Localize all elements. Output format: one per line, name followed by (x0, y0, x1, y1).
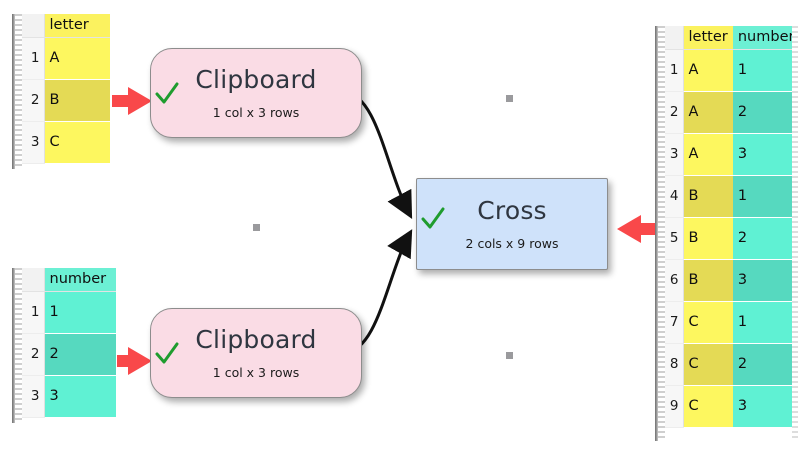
row-number[interactable]: 1 (22, 291, 45, 334)
node-clipboard-top[interactable]: Clipboard 1 col x 3 rows (150, 48, 362, 138)
table-cell[interactable]: 2 (732, 217, 798, 260)
node-subtitle: 1 col x 3 rows (212, 105, 300, 120)
ruler-strip (15, 14, 22, 169)
table-cell[interactable]: C (683, 301, 733, 344)
row-number[interactable]: 2 (665, 91, 684, 134)
corner-cell (22, 268, 45, 292)
table-cell[interactable]: 1 (732, 175, 798, 218)
node-title: Cross (477, 196, 547, 225)
column-header-letter[interactable]: letter (44, 14, 110, 38)
table-cell[interactable]: 1 (732, 49, 798, 92)
table-header-row: letter (22, 14, 110, 38)
row-number[interactable]: 1 (22, 37, 45, 80)
corner-cell (22, 14, 45, 38)
row-number[interactable]: 7 (665, 301, 684, 344)
table-cell[interactable]: 2 (44, 333, 116, 376)
node-subtitle: 1 col x 3 rows (212, 365, 300, 380)
row-number[interactable]: 8 (665, 343, 684, 386)
row-number[interactable]: 2 (22, 79, 45, 122)
table-header-row: number (22, 268, 116, 292)
ruler-strip (658, 26, 665, 441)
table-cell[interactable]: B (683, 217, 733, 260)
node-clipboard-bottom[interactable]: Clipboard 1 col x 3 rows (150, 308, 362, 398)
red-arrow-from-cross-to-table (617, 215, 687, 243)
window-edge (655, 26, 658, 441)
row-number[interactable]: 2 (22, 333, 45, 376)
column-header-number[interactable]: number (44, 268, 116, 292)
corner-cell (665, 26, 684, 50)
node-cross[interactable]: Cross 2 cols x 9 rows (416, 178, 608, 270)
grid-dot-2 (253, 224, 260, 231)
right-ruler-strip (792, 26, 798, 441)
red-arrow-to-clipboard-top (82, 87, 152, 115)
table-cell[interactable]: B (44, 79, 110, 122)
table-cell[interactable]: 2 (732, 343, 798, 386)
row-number[interactable]: 4 (665, 175, 684, 218)
table-cell[interactable]: 1 (732, 301, 798, 344)
node-subtitle: 2 cols x 9 rows (465, 236, 559, 251)
row-number[interactable]: 6 (665, 259, 684, 302)
column-header-number[interactable]: number (732, 26, 798, 50)
column-header-letter[interactable]: letter (683, 26, 733, 50)
window-edge (12, 14, 15, 169)
row-number[interactable]: 9 (665, 385, 684, 428)
table-cell[interactable]: 3 (732, 133, 798, 176)
node-title: Clipboard (195, 65, 317, 94)
table-cell[interactable]: 3 (44, 375, 116, 418)
table-cell[interactable]: B (683, 175, 733, 218)
table-cell[interactable]: B (683, 259, 733, 302)
row-number[interactable]: 3 (665, 133, 684, 176)
table-cell[interactable]: A (683, 91, 733, 134)
table-cell[interactable]: A (683, 49, 733, 92)
table-cell[interactable]: 1 (44, 291, 116, 334)
row-number[interactable]: 3 (22, 121, 45, 164)
grid-dot-1 (506, 95, 513, 102)
table-cell[interactable]: 3 (732, 385, 798, 428)
red-arrow-to-clipboard-bottom (82, 347, 152, 375)
table-cell[interactable]: C (683, 343, 733, 386)
row-number[interactable]: 5 (665, 217, 684, 260)
table-cell[interactable]: C (44, 121, 110, 164)
node-title: Clipboard (195, 325, 317, 354)
window-edge (12, 268, 15, 423)
table-cell[interactable]: A (683, 133, 733, 176)
row-number[interactable]: 1 (665, 49, 684, 92)
table-cell[interactable]: A (44, 37, 110, 80)
ruler-strip (15, 268, 22, 423)
table-cell[interactable]: 2 (732, 91, 798, 134)
table-cell[interactable]: 3 (732, 259, 798, 302)
row-number[interactable]: 3 (22, 375, 45, 418)
table-cell[interactable]: C (683, 385, 733, 428)
grid-dot-3 (506, 352, 513, 359)
